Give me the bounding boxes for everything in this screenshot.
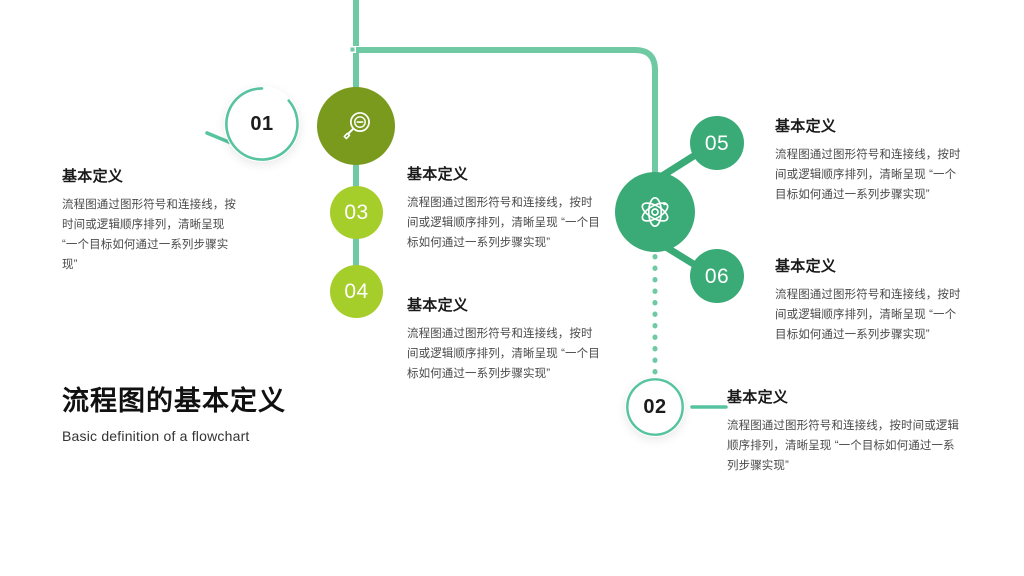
- node-circle-04[interactable]: 04: [330, 265, 383, 318]
- text-block-03-body: 流程图通过图形符号和连接线，按时间或逻辑顺序排列，清晰呈现 “一个目标如何通过一…: [407, 197, 600, 250]
- node-02-number: 02: [643, 396, 667, 418]
- node-circle-01[interactable]: 01: [224, 86, 300, 162]
- page-title-block: 流程图的基本定义 Basic definition of a flowchart: [62, 385, 286, 444]
- node-01-ring-arc: [225, 87, 299, 161]
- node-circle-03[interactable]: 03: [330, 186, 383, 239]
- text-block-01-heading: 基本定义: [62, 168, 124, 185]
- text-block-01-body: 流程图通过图形符号和连接线，按时间或逻辑顺序排列，清晰呈现 “一个目标如何通过一…: [62, 199, 236, 272]
- node-05-number: 05: [704, 131, 730, 155]
- node-04-number: 04: [344, 280, 369, 303]
- text-block-05-body: 流程图通过图形符号和连接线，按时间或逻辑顺序排列，清晰呈现 “一个目标如何通过一…: [775, 149, 961, 202]
- connector-junction-notch: [349, 46, 363, 53]
- node-circle-06[interactable]: 06: [690, 249, 744, 303]
- node-02-ring-arc: [626, 378, 684, 436]
- atom-icon: [641, 197, 669, 227]
- text-block-01: 基本定义 流程图通过图形符号和连接线，按时间或逻辑顺序排列，清晰呈现 “一个目标…: [62, 165, 238, 276]
- magnifier-minus-icon: [343, 112, 370, 140]
- text-block-02-heading: 基本定义: [727, 389, 789, 406]
- text-block-02-body: 流程图通过图形符号和连接线，按时间或逻辑顺序排列，清晰呈现 “一个目标如何通过一…: [727, 420, 959, 473]
- page-title: 流程图的基本定义: [62, 386, 286, 416]
- text-block-03-heading: 基本定义: [407, 166, 469, 183]
- text-block-04-heading: 基本定义: [407, 297, 469, 314]
- node-06-number: 06: [704, 264, 730, 288]
- text-block-02: 基本定义 流程图通过图形符号和连接线，按时间或逻辑顺序排列，清晰呈现 “一个目标…: [727, 386, 965, 476]
- text-block-05-heading: 基本定义: [775, 118, 837, 135]
- text-block-04-body: 流程图通过图形符号和连接线，按时间或逻辑顺序排列，清晰呈现 “一个目标如何通过一…: [407, 328, 600, 381]
- text-block-06-body: 流程图通过图形符号和连接线，按时间或逻辑顺序排列，清晰呈现 “一个目标如何通过一…: [775, 289, 961, 342]
- node-03-number: 03: [344, 201, 369, 224]
- text-block-03: 基本定义 流程图通过图形符号和连接线，按时间或逻辑顺序排列，清晰呈现 “一个目标…: [407, 163, 602, 253]
- magnifier-minus-icon-node[interactable]: [317, 87, 395, 165]
- connector-branch-to-atom: [356, 47, 658, 180]
- node-circle-05[interactable]: 05: [690, 116, 744, 170]
- node-01-number: 01: [250, 113, 274, 135]
- text-block-06: 基本定义 流程图通过图形符号和连接线，按时间或逻辑顺序排列，清晰呈现 “一个目标…: [775, 255, 965, 345]
- text-block-06-heading: 基本定义: [775, 258, 837, 275]
- page-subtitle: Basic definition of a flowchart: [62, 428, 250, 445]
- connector-junction-dot: [350, 47, 355, 52]
- atom-icon-node[interactable]: [615, 172, 695, 252]
- text-block-05: 基本定义 流程图通过图形符号和连接线，按时间或逻辑顺序排列，清晰呈现 “一个目标…: [775, 115, 965, 205]
- text-block-04: 基本定义 流程图通过图形符号和连接线，按时间或逻辑顺序排列，清晰呈现 “一个目标…: [407, 294, 602, 384]
- node-circle-02[interactable]: 02: [625, 377, 685, 437]
